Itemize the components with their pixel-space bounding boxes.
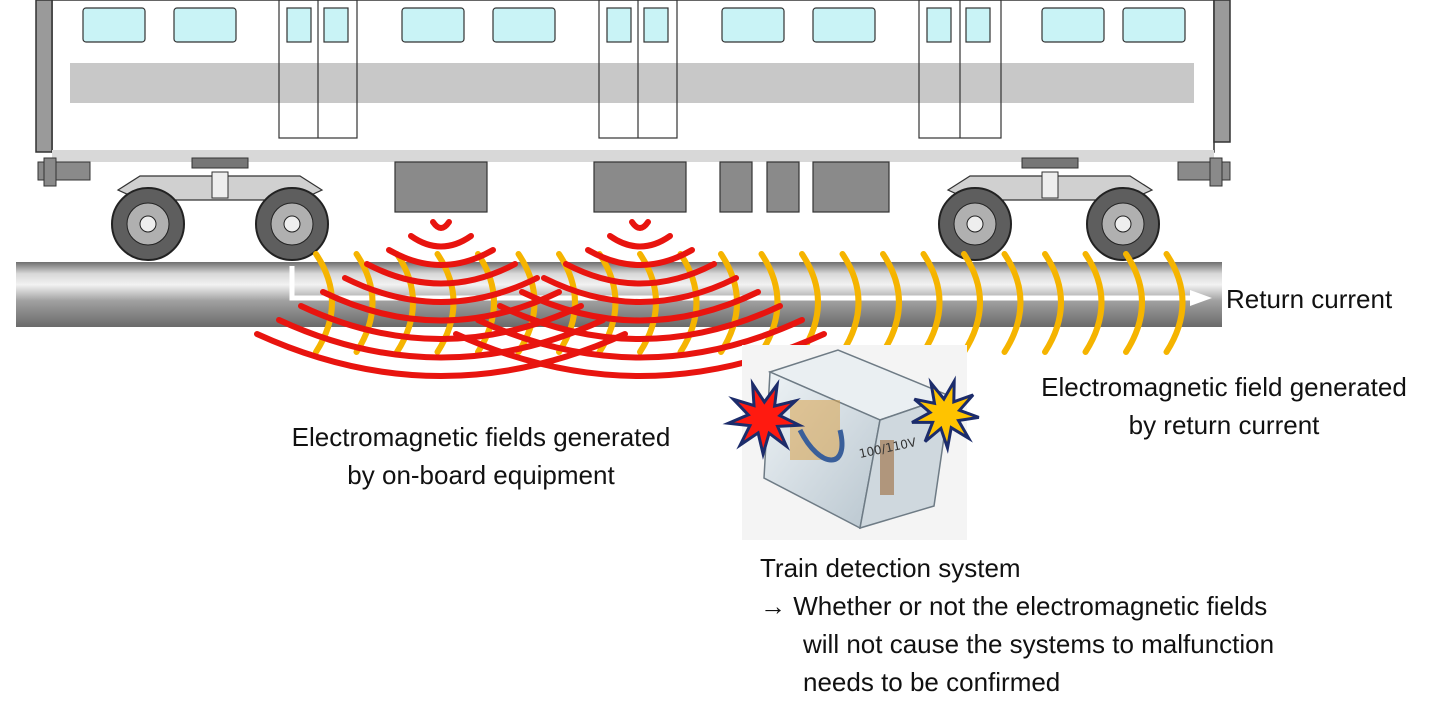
car-doors [278,0,1002,139]
window [82,7,146,43]
return-field-label-line2: by return current [1128,410,1320,440]
train-car [35,0,1231,261]
return-field-arc [313,251,335,355]
onboard-field-arc [320,289,562,324]
onboard-field-arc [607,233,673,250]
onboard-field-label-line2: by on-board equipment [347,460,615,490]
onboard-field-arc [541,275,739,305]
return-current-arrow [289,266,1212,306]
return-field-arc [880,251,902,355]
bogie-left [111,157,329,261]
equipment-box [719,161,753,213]
return-field-arc [1163,251,1186,355]
onboard-field-arc [563,261,717,287]
return-field-arc [1123,251,1145,355]
bogie-right [938,157,1160,261]
equipment-box [812,161,890,213]
return-field-label: Electromagnetic field generated by retur… [1010,368,1433,444]
window [401,7,465,43]
return-field-arc [353,251,376,355]
onboard-field-arc [497,303,783,342]
onboard-equipment-field [254,219,827,379]
return-field-arc [1001,251,1024,355]
return-field-arc [961,251,983,355]
return-field-arc [1042,251,1064,355]
yellow-spark-burst-icon [911,375,980,454]
coupler-right [1177,157,1231,187]
car-stripe [70,63,1194,103]
relay-device-icon: 100/110V [742,345,967,540]
onboard-field-arc [408,233,474,250]
equipment-box [766,161,800,213]
window [1122,7,1186,43]
underfloor-equipment [394,161,890,213]
return-field-arc [1082,251,1105,355]
onboard-field-arc [430,219,452,231]
detection-system-line3: needs to be confirmed [803,667,1061,697]
detection-system-line2: will not cause the systems to malfunctio… [803,629,1275,659]
window [721,7,785,43]
car-end-left [35,0,53,153]
onboard-field-arc [519,289,761,324]
return-field-arc [839,251,862,355]
onboard-field-label: Electromagnetic fields generated by on-b… [258,418,704,494]
onboard-field-arc [585,247,695,268]
onboard-field-arc [276,317,606,361]
detection-system-line1: → Whether or not the electromagnetic fie… [760,591,1268,621]
return-field-arc [475,251,497,355]
equipment-box [394,161,488,213]
onboard-field-arc [475,317,805,361]
window [812,7,876,43]
coupler-left [37,157,91,187]
onboard-field-arc [386,247,496,268]
return-field-label-line1: Electromagnetic field generated [1041,372,1407,402]
detection-system-title: Train detection system [760,553,1021,583]
window [492,7,556,43]
detection-system-note: Train detection system → Whether or not … [760,549,1274,701]
car-underframe [52,150,1214,162]
car-end-right [1213,0,1231,143]
onboard-field-arc [364,261,518,287]
equipment-box [593,161,687,213]
car-windows [82,7,1186,43]
window [173,7,237,43]
return-field-arc [677,251,700,355]
return-current-label: Return current [1226,284,1393,314]
return-field-arc [758,251,781,355]
window [1041,7,1105,43]
onboard-field-label-line1: Electromagnetic fields generated [291,422,671,452]
onboard-field-arc [342,275,540,305]
onboard-field-arc [629,219,651,231]
return-field-arc [920,251,943,355]
red-spark-burst-icon [722,378,806,460]
